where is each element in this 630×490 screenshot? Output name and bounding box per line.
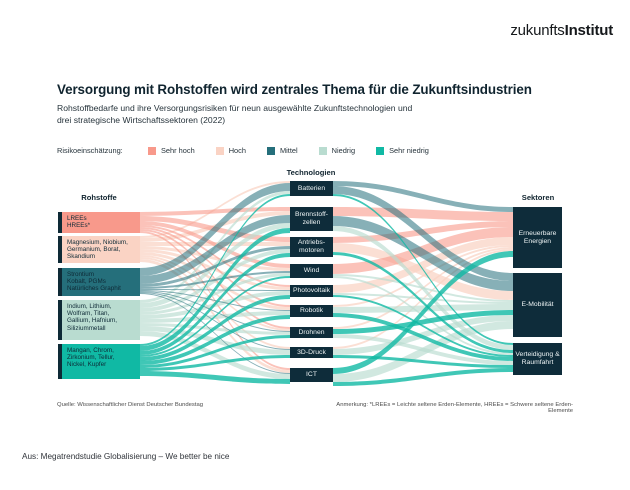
flow-ribbon <box>333 304 513 313</box>
flow-ribbon <box>140 228 290 351</box>
page-title: Versorgung mit Rohstoffen wird zentrales… <box>57 82 532 97</box>
flow-ribbon <box>333 245 513 307</box>
flow-ribbon <box>140 291 290 332</box>
technology-node: Antriebs- motoren <box>290 237 333 257</box>
column-header-rohstoffe: Rohstoffe <box>81 193 117 202</box>
flow-ribbon <box>333 216 513 291</box>
logo-suffix: Institut <box>564 22 614 39</box>
technology-node: Wind <box>290 264 333 278</box>
legend-item-label: Niedrig <box>331 146 356 155</box>
sector-node: Verteidigung & Raumfahrt <box>513 343 562 375</box>
legend-swatch-niedrig <box>318 146 327 155</box>
flow-ribbon <box>333 293 513 304</box>
zukunftsinstitut-logo: zukunftsInstitut <box>510 22 613 39</box>
logo-prefix: zukunfts <box>510 22 565 39</box>
flow-ribbon <box>140 315 290 365</box>
legend-item-mittel: Mittel <box>266 146 298 155</box>
raw-material-node: Magnesium, Niobium, Germanium, Borat, Sk… <box>58 236 140 263</box>
raw-material-node: Strontium Kobalt, PGMs Natürliches Graph… <box>58 268 140 296</box>
technology-node: Robotik <box>290 305 333 317</box>
legend-item-label: Hoch <box>228 146 246 155</box>
subtitle-line-1: Rohstoffbedarfe und ihre Versorgungsrisi… <box>57 103 413 113</box>
flow-ribbon <box>140 183 290 276</box>
flow-ribbon <box>140 253 290 355</box>
flow-ribbon <box>333 313 513 361</box>
flow-ribbon <box>333 368 513 386</box>
raw-material-node: LREEs HREEs* <box>58 212 140 233</box>
flow-ribbon <box>333 274 513 302</box>
flow-ribbon <box>140 292 290 350</box>
technology-node: Batterien <box>290 181 333 196</box>
flow-ribbon <box>140 276 290 357</box>
flow-ribbon <box>333 181 513 212</box>
flow-ribbon <box>333 194 513 345</box>
flow-ribbon <box>140 335 290 368</box>
legend-item-label: Mittel <box>279 146 298 155</box>
flow-ribbon <box>140 290 290 311</box>
legend-swatch-hoch <box>215 146 224 155</box>
flow-ribbon <box>333 252 513 353</box>
legend-item-label: Sehr niedrig <box>389 146 429 155</box>
flow-ribbon <box>140 246 290 287</box>
raw-material-node: Indium, Lithium, Wolfram, Titan, Gallium… <box>58 300 140 340</box>
sector-node: Erneuerbare Energien <box>513 207 562 268</box>
flow-ribbon <box>140 293 290 374</box>
flow-ribbon <box>333 251 513 374</box>
legend-label: Risikoeinschätzung: <box>57 146 123 155</box>
legend-swatch-sehr-hoch <box>148 146 156 155</box>
flow-ribbon <box>140 355 290 371</box>
flow-ribbon <box>140 194 290 346</box>
node-accent-bar <box>58 236 62 263</box>
legend-item-label: Sehr hoch <box>161 146 195 155</box>
technology-node: 3D-Druck <box>290 347 333 358</box>
flow-ribbon <box>140 271 290 289</box>
legend-item-niedrig: Niedrig <box>318 146 356 155</box>
flow-ribbon <box>333 207 513 221</box>
subtitle-line-2: drei strategische Wirtschaftssektoren (2… <box>57 115 226 125</box>
source-note: Quelle: Wissenschaftlicher Dienst Deutsc… <box>57 402 204 408</box>
legend-item-hoch: Hoch <box>215 146 246 155</box>
flow-ribbon <box>140 273 290 315</box>
flow-ribbon <box>140 371 290 384</box>
node-accent-bar <box>58 268 62 296</box>
technology-node: Brennstoff- zellen <box>290 207 333 231</box>
column-header-technologien: Technologien <box>286 168 336 177</box>
sector-node: E-Mobilität <box>513 273 562 337</box>
legend-swatch-mittel <box>266 146 275 155</box>
technology-node: ICT <box>290 368 333 382</box>
flow-ribbon <box>140 246 290 271</box>
flow-ribbon <box>333 243 513 300</box>
legend-item-sehr-hoch: Sehr hoch <box>148 146 195 155</box>
abbreviation-note: Anmerkung: *LREEs = Leichte seltene Erde… <box>336 402 573 414</box>
node-accent-bar <box>58 212 62 233</box>
legend-item-sehr-niedrig: Sehr niedrig <box>376 146 429 155</box>
flow-ribbon <box>333 310 513 334</box>
raw-material-node: Mangan, Chrom, Zirkonium, Tellur, Nickel… <box>58 344 140 379</box>
node-accent-bar <box>58 300 62 340</box>
legend-swatch-sehr-niedrig <box>376 146 385 155</box>
node-accent-bar <box>58 344 62 379</box>
flow-ribbon <box>333 295 513 357</box>
column-header-sektoren: Sektoren <box>521 193 555 202</box>
technology-node: Photovoltaik <box>290 285 333 297</box>
risk-legend: Risikoeinschätzung: Sehr hoch Hoch Mitte… <box>57 146 450 155</box>
flow-ribbon <box>140 207 290 216</box>
flow-ribbon <box>140 215 290 284</box>
flow-ribbon <box>333 321 513 382</box>
flow-ribbon <box>140 225 290 287</box>
flow-ribbon <box>140 295 290 361</box>
technology-node: Drohnen <box>290 327 333 338</box>
bottom-caption: Aus: Megatrendstudie Globalisierung – We… <box>22 452 230 461</box>
flow-ribbon <box>333 186 513 281</box>
flow-ribbon <box>140 221 290 268</box>
flow-ribbon <box>140 331 290 379</box>
